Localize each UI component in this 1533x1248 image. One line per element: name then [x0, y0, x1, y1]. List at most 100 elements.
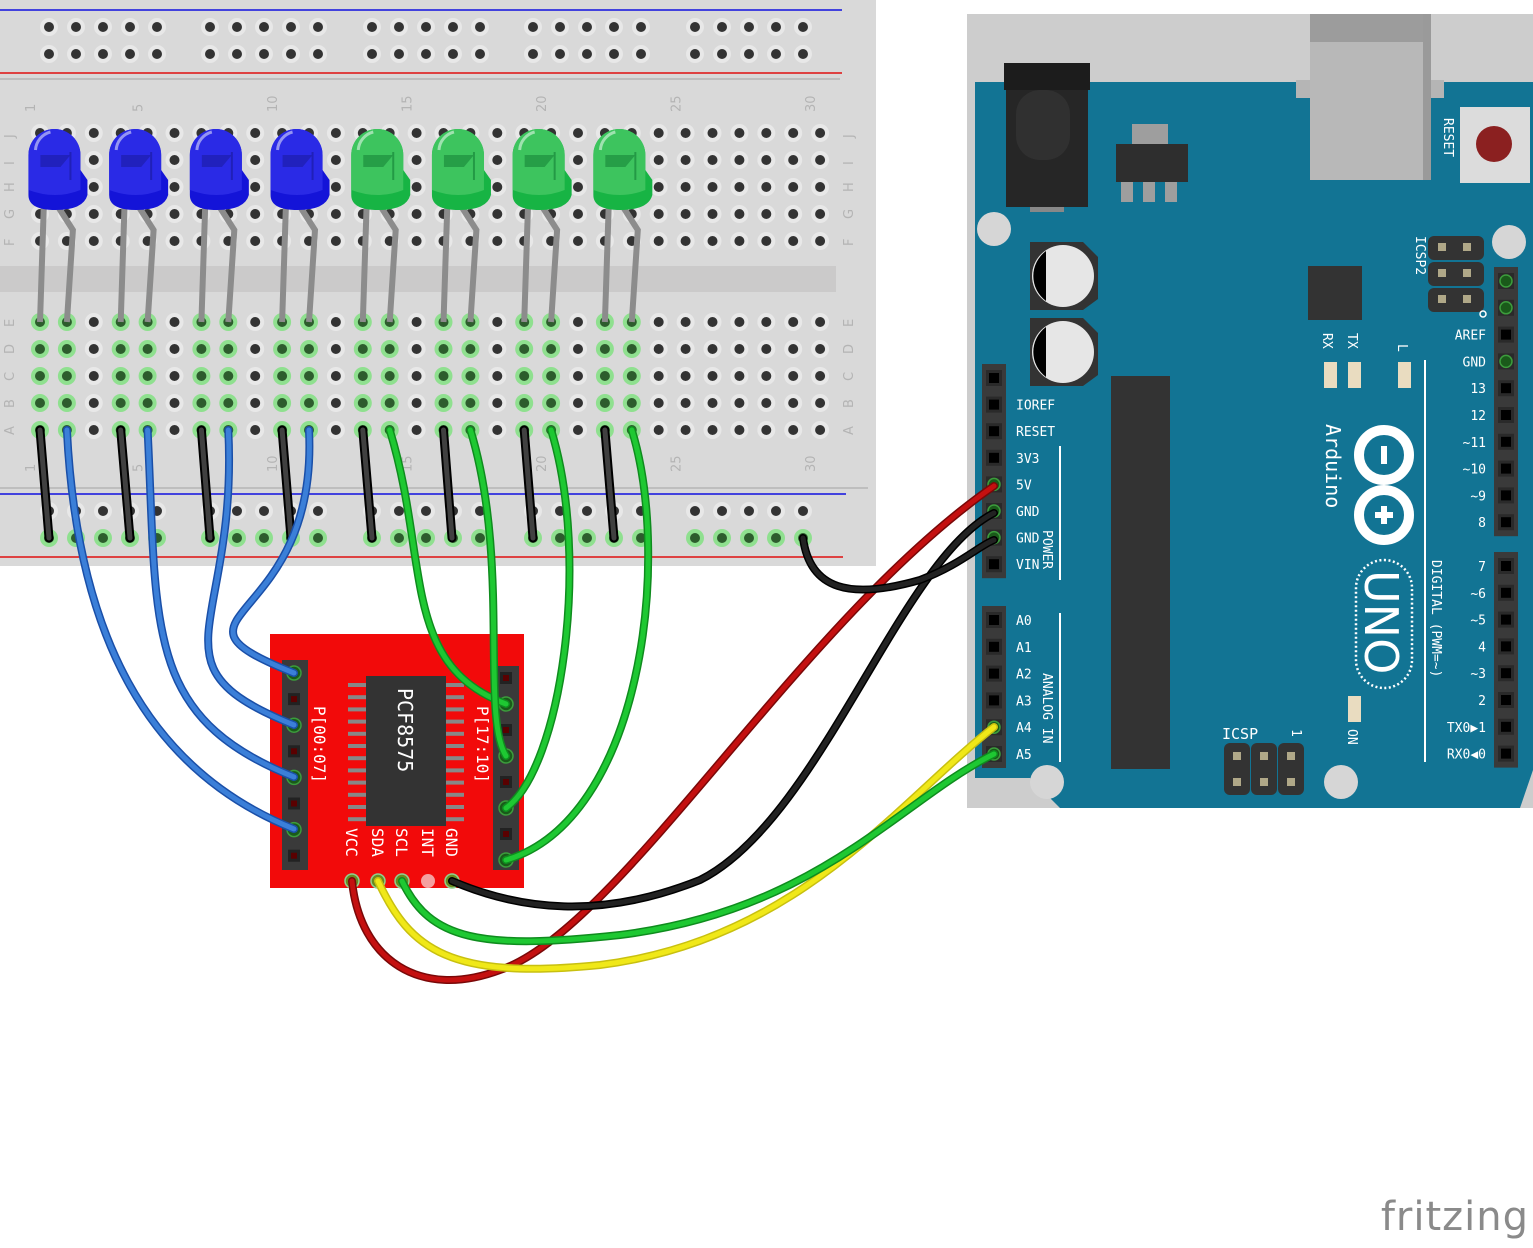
led-green[interactable]: [351, 129, 411, 210]
breadboard-hole-center: [653, 182, 664, 192]
led-blue[interactable]: [109, 129, 169, 210]
pin-label: VIN: [1016, 558, 1039, 573]
reset-button-cap[interactable]: [1476, 126, 1512, 162]
breadboard-hole-center: [788, 128, 799, 138]
header-pin[interactable]: [1501, 641, 1511, 652]
breadboard-hole-center: [35, 398, 45, 408]
rail-hole-center: [475, 506, 485, 516]
header-pin[interactable]: [1501, 587, 1511, 598]
header-pin[interactable]: [1499, 301, 1513, 315]
led-blue[interactable]: [28, 129, 88, 210]
header-pin[interactable]: [989, 641, 999, 652]
led-leg: [359, 199, 370, 323]
header-pin[interactable]: [1501, 517, 1511, 528]
breadboard-hole-center: [761, 236, 772, 246]
header-pin[interactable]: [1501, 329, 1511, 340]
header-pin[interactable]: [989, 695, 999, 706]
column-number-label: 30: [804, 455, 819, 472]
module-pin[interactable]: [503, 779, 509, 785]
header-pin[interactable]: [1501, 748, 1511, 759]
tx-label: TX: [1344, 333, 1359, 349]
breadboard-hole-center: [250, 236, 261, 246]
module-pin-int[interactable]: [421, 874, 435, 888]
module-pin[interactable]: [291, 852, 297, 859]
header-pin[interactable]: [1501, 721, 1511, 732]
header-pin[interactable]: [989, 373, 999, 383]
breadboard-hole-center: [815, 398, 826, 408]
header-pin[interactable]: [1501, 668, 1511, 679]
breadboard-hole-center: [35, 344, 45, 354]
header-pin[interactable]: [1501, 436, 1511, 447]
breadboard-hole-center: [465, 344, 476, 354]
header-pin[interactable]: [1501, 410, 1511, 420]
header-pin[interactable]: [1499, 354, 1513, 369]
module-pin[interactable]: [291, 800, 297, 807]
header-pin[interactable]: [989, 452, 999, 463]
led-leg: [54, 203, 76, 323]
breadboard-hole-center: [707, 155, 718, 165]
rail-hole-center: [744, 49, 754, 59]
header-pin[interactable]: [1501, 614, 1511, 625]
breadboard-hole-center: [88, 371, 99, 381]
breadboard-hole-center: [250, 371, 261, 381]
header-pin[interactable]: [989, 399, 999, 410]
led-green[interactable]: [431, 129, 491, 210]
breadboard-hole-center: [169, 209, 180, 219]
pcf8575-chip: [366, 676, 446, 826]
rail-hole-center: [771, 533, 781, 543]
digital-group-label: DIGITAL (PWM=~): [1428, 560, 1443, 677]
header-pin[interactable]: [989, 615, 999, 625]
breadboard-hole-center: [169, 425, 180, 435]
module-pin[interactable]: [291, 748, 297, 755]
header-pin[interactable]: [989, 426, 999, 437]
breadboard-hole-center: [788, 182, 799, 192]
led-green[interactable]: [512, 129, 572, 210]
breadboard-hole-center: [223, 344, 234, 354]
breadboard-hole-center: [815, 182, 826, 192]
led-blue[interactable]: [270, 129, 330, 210]
header-pin[interactable]: [989, 559, 999, 570]
rail-hole-center: [555, 533, 565, 543]
mounting-hole: [1492, 225, 1526, 259]
header-pin[interactable]: [1501, 383, 1511, 394]
header-pin[interactable]: [1501, 490, 1511, 501]
header-pin[interactable]: [1501, 695, 1511, 705]
pin-label: TX0▶1: [1447, 721, 1486, 736]
mounting-hole: [1030, 765, 1064, 799]
breadboard-hole-center: [815, 425, 826, 435]
reset-button[interactable]: [1460, 107, 1530, 183]
row-letter-label: F: [3, 239, 18, 246]
rail-hole-center: [528, 49, 538, 59]
rail-hole-center: [421, 533, 431, 543]
breadboard-hole-center: [465, 398, 476, 408]
module-pin[interactable]: [503, 727, 509, 733]
row-letter-label: H: [3, 182, 18, 192]
breadboard-hole-center: [492, 209, 503, 219]
rail-hole-center: [582, 506, 592, 516]
header-pin[interactable]: [1499, 274, 1513, 288]
header-pin[interactable]: [989, 668, 999, 679]
led-blue[interactable]: [189, 129, 249, 210]
led-green[interactable]: [593, 129, 653, 210]
rail-hole-center: [286, 49, 296, 59]
header-pin[interactable]: [1501, 463, 1511, 474]
rail-hole-center: [98, 22, 108, 32]
breadboard-hole-center: [680, 209, 691, 219]
breadboard-hole-center: [330, 398, 341, 408]
module-pin[interactable]: [503, 831, 509, 837]
pin-label: 12: [1470, 409, 1486, 424]
module-pin[interactable]: [291, 696, 297, 703]
header-pin[interactable]: [1501, 561, 1511, 571]
rail-hole-center: [717, 533, 727, 543]
breadboard-hole-center: [573, 128, 583, 138]
breadboard-hole-center: [626, 398, 637, 408]
pin-label: RX0◀0: [1447, 748, 1486, 763]
breadboard-hole-center: [330, 182, 341, 192]
breadboard-hole-center: [761, 398, 772, 408]
analog-header: [982, 606, 1006, 768]
breadboard-hole-center: [707, 236, 718, 246]
power-group-label: POWER: [1039, 530, 1054, 569]
led-leg: [37, 199, 47, 323]
rail-hole-center: [313, 49, 323, 59]
module-pin[interactable]: [503, 675, 509, 681]
